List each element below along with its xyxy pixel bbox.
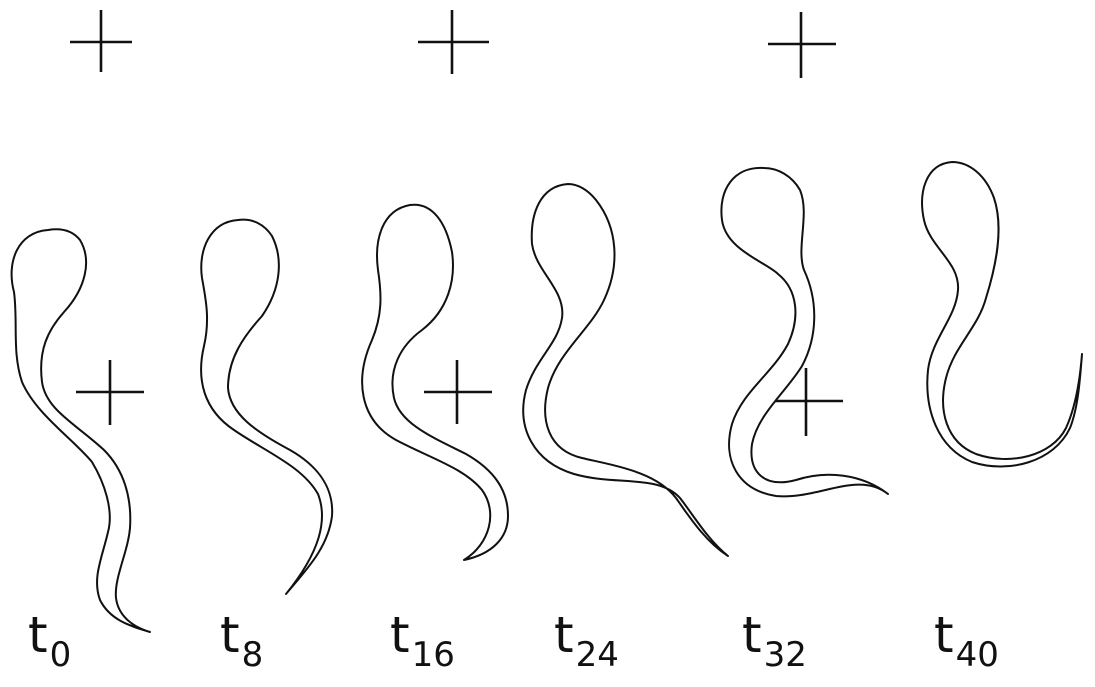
frame-label-t8: t8 (220, 606, 264, 675)
reference-cross-top-1 (70, 10, 132, 72)
organism-outline-t40 (921, 161, 1083, 468)
frame-label-t16: t16 (390, 606, 455, 675)
reference-cross-top-3 (768, 12, 836, 78)
frame-label-t40: t40 (934, 606, 999, 675)
organism-outline-t0 (10, 228, 151, 633)
organism-outline-t24 (522, 183, 729, 557)
reference-cross-mid-3 (775, 368, 843, 436)
reference-cross-mid-2 (424, 360, 492, 424)
frame-label-t24: t24 (554, 606, 619, 675)
reference-cross-mid-1 (76, 360, 144, 425)
organism-outline-t16 (361, 203, 509, 561)
organism-outline-t32 (720, 166, 889, 498)
frame-label-t0: t0 (28, 606, 72, 675)
reference-cross-top-2 (418, 10, 489, 74)
frame-label-t32: t32 (742, 606, 807, 675)
organism-outline-t8 (200, 218, 334, 595)
